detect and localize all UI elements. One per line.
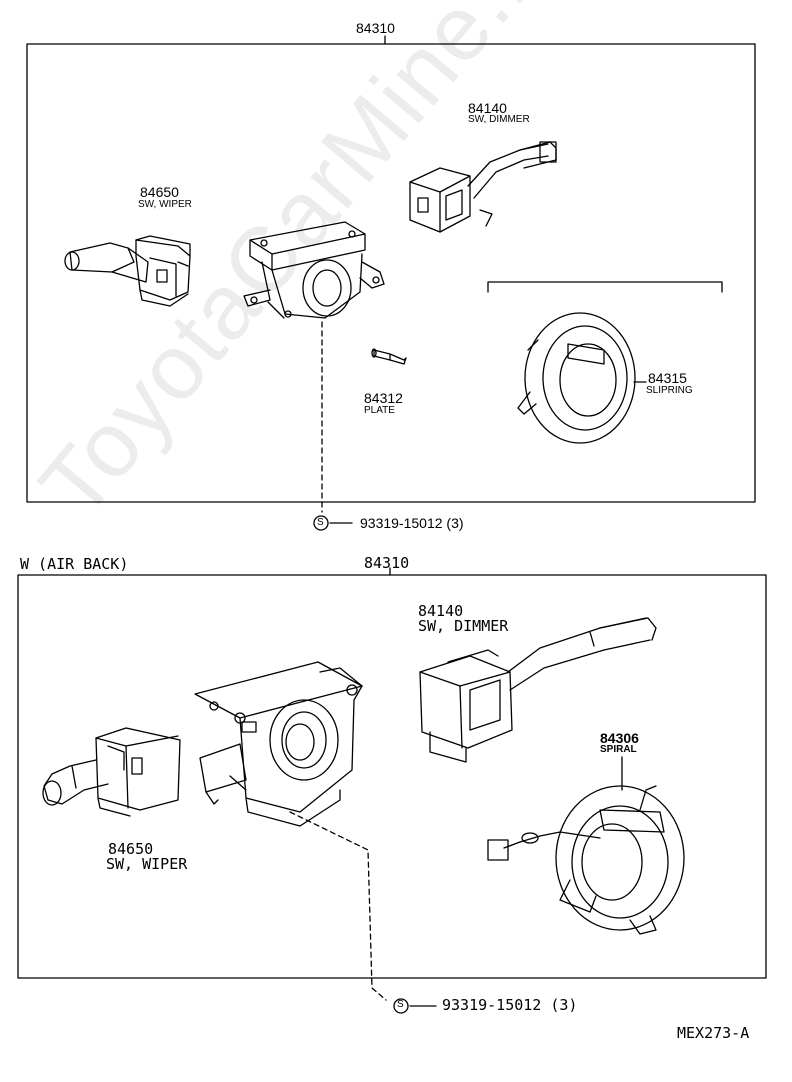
bottom-dimmer-name: SW, DIMMER — [418, 617, 509, 635]
bottom-screw-leader — [289, 811, 437, 1014]
top-screw-leader — [313, 321, 353, 531]
bottom-wiper-number: 84650 — [108, 840, 154, 858]
top-screw-part: 93319-15012 (3) — [360, 515, 464, 531]
top-wiper-number: 84650 — [140, 184, 179, 200]
top-slipring-number: 84315 — [648, 370, 687, 386]
bottom-variant-title: W (AIR BACK) — [20, 555, 129, 573]
top-plate-screw — [371, 348, 407, 365]
top-assembly-number: 84310 — [356, 20, 395, 36]
bottom-panel-frame — [17, 567, 767, 979]
top-switch-body — [243, 221, 385, 319]
bottom-switch-body — [194, 661, 363, 827]
top-slipring-name: SLIPRING — [646, 385, 693, 396]
top-dimmer-name: SW, DIMMER — [468, 114, 530, 125]
bottom-screw-part: 93319-15012 (3) — [442, 996, 578, 1014]
bottom-screw-symbol: S — [397, 999, 404, 1010]
top-slipring — [487, 281, 723, 444]
top-wiper-name: SW, WIPER — [138, 199, 192, 210]
bottom-spiral-cable — [487, 756, 685, 935]
bottom-dimmer-switch — [419, 617, 657, 763]
top-dimmer-switch — [409, 141, 557, 233]
bottom-spiral-name: SPIRAL — [600, 744, 637, 755]
top-panel-frame — [26, 35, 756, 503]
bottom-dimmer-number: 84140 — [418, 602, 464, 620]
bottom-wiper-name: SW, WIPER — [106, 855, 188, 873]
top-plate-number: 84312 — [364, 390, 403, 406]
top-dimmer-number: 84140 — [468, 100, 507, 116]
bottom-spiral-number: 84306 — [600, 730, 639, 746]
bottom-assembly-number: 84310 — [364, 554, 410, 572]
figure-code: MEX273-A — [677, 1024, 750, 1042]
top-screw-symbol: S — [317, 517, 324, 528]
bottom-wiper-switch — [42, 727, 181, 817]
top-plate-name: PLATE — [364, 405, 395, 416]
top-wiper-switch — [64, 235, 191, 307]
